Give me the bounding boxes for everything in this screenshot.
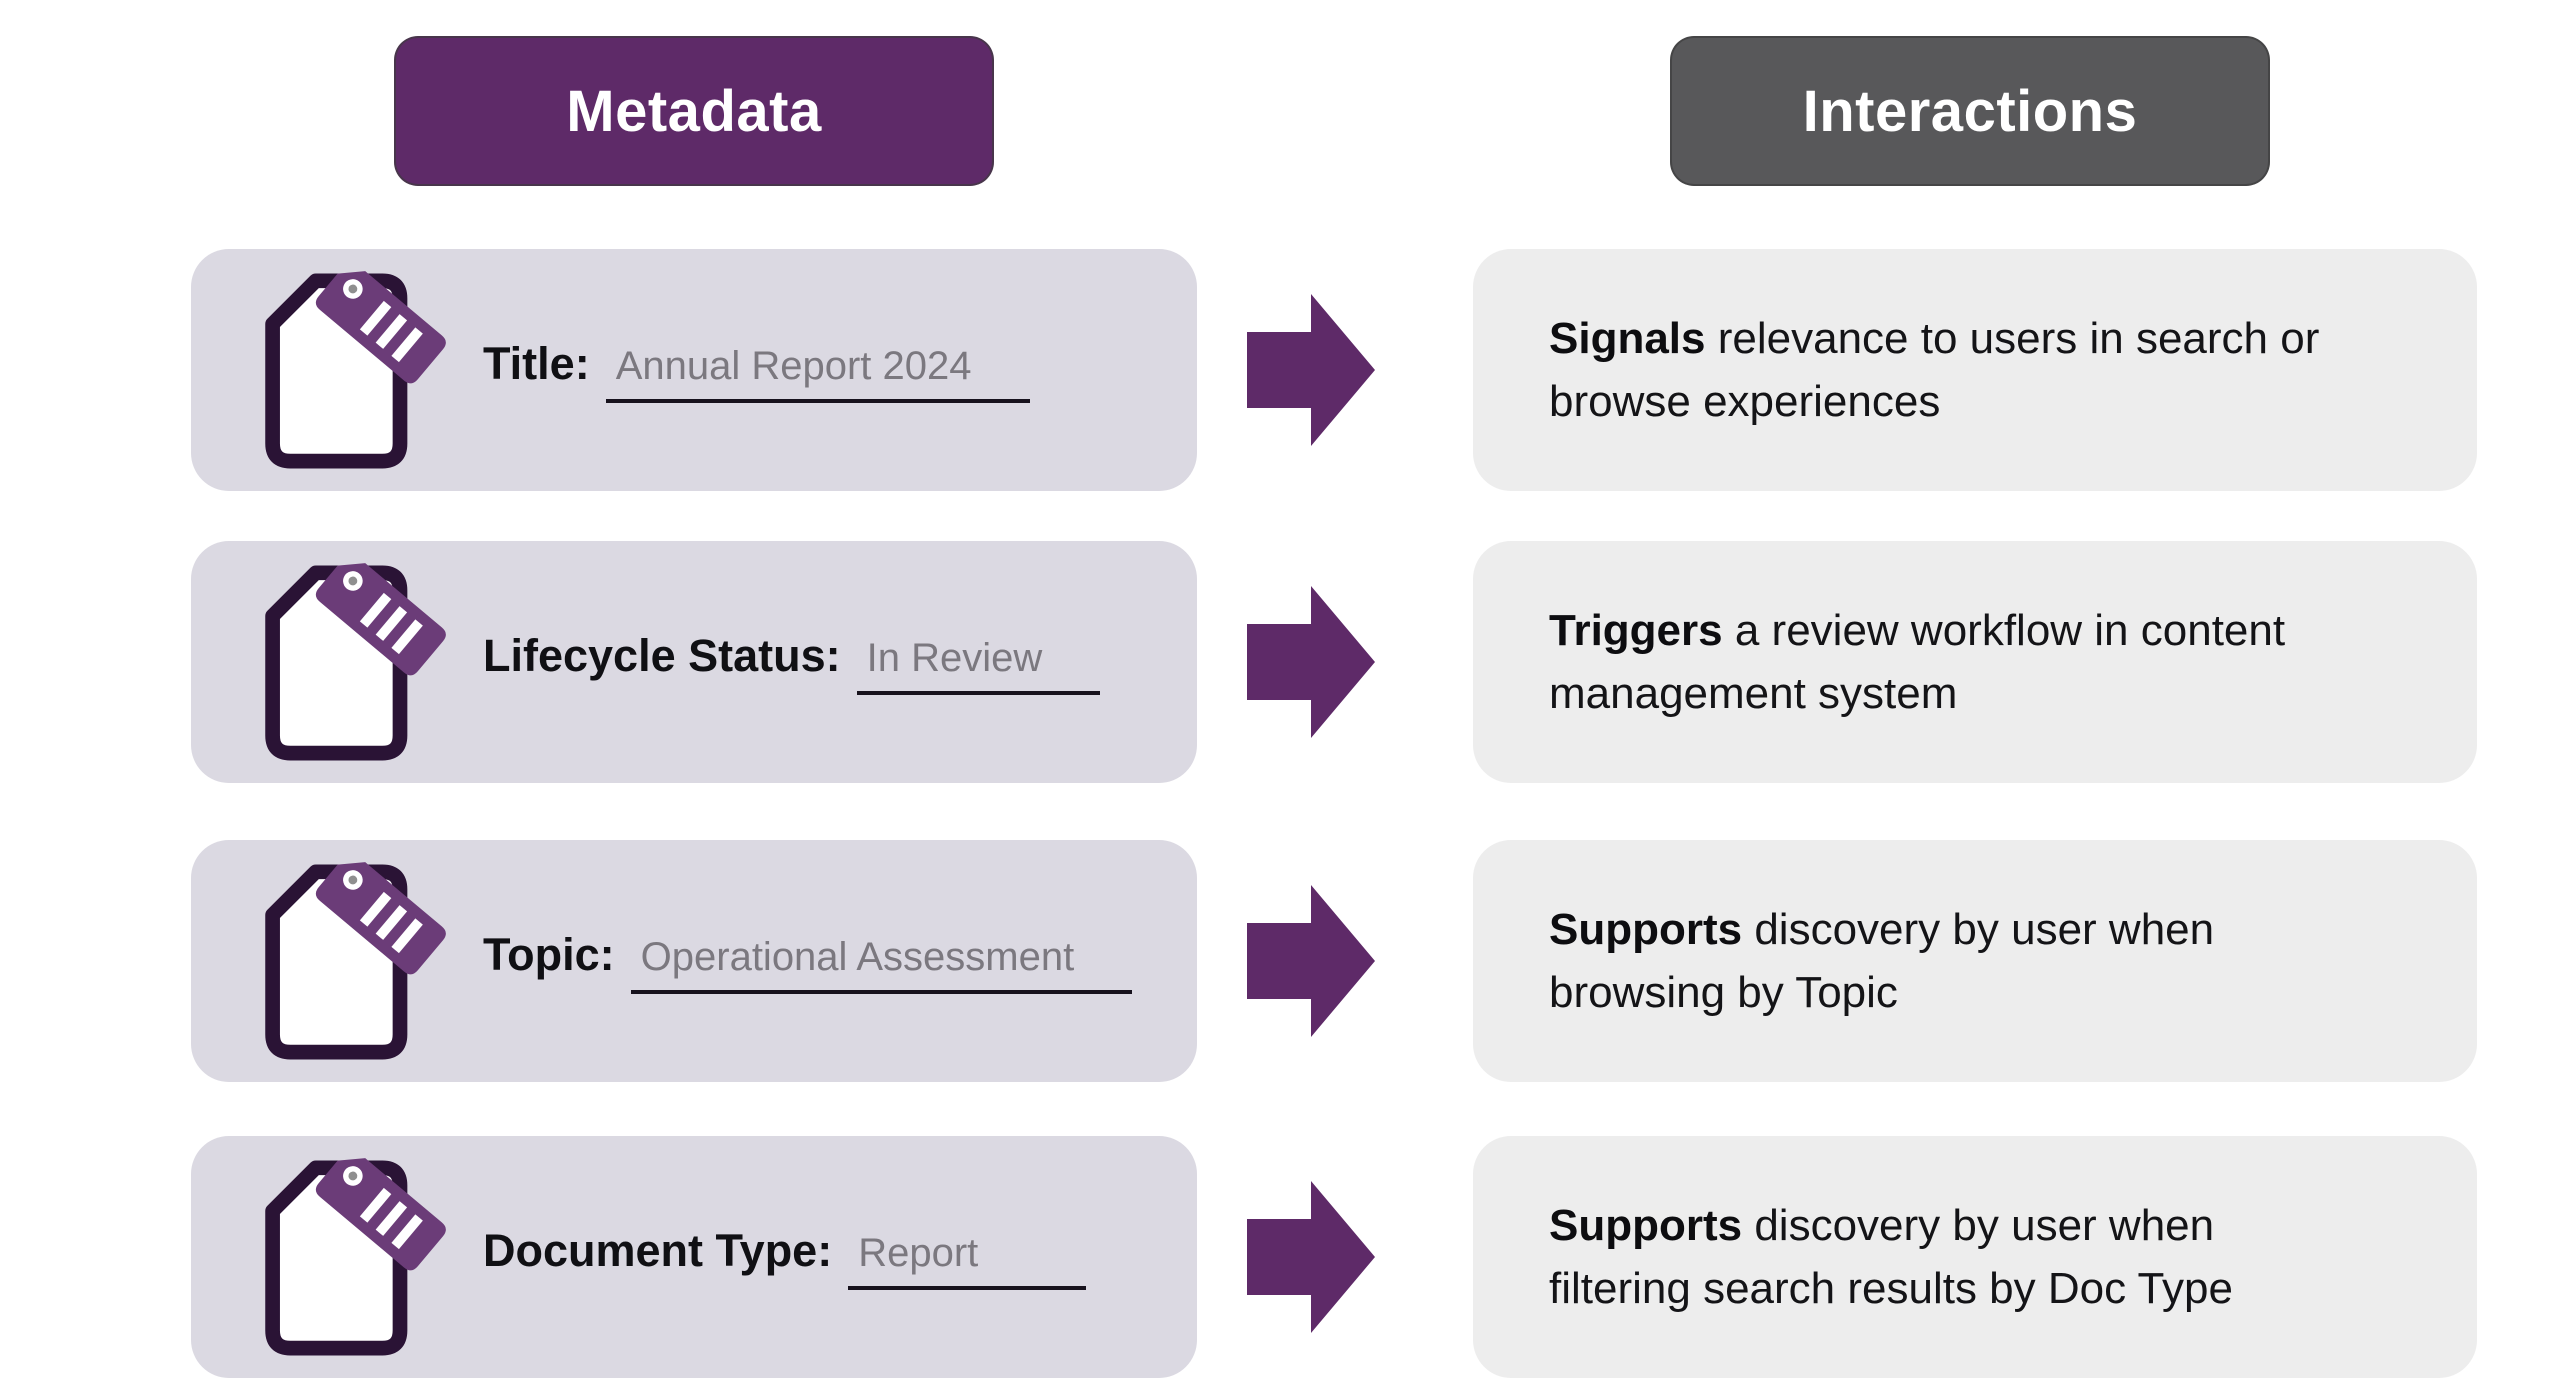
document-tag-icon [253, 267, 449, 473]
document-tag-icon [253, 858, 449, 1064]
metadata-card: Topic: Operational Assessment [191, 840, 1197, 1082]
metadata-row-title: Title: Annual Report 2024 Signals releva… [0, 249, 2560, 491]
metadata-row-lifecycle-status: Lifecycle Status: In Review Triggers a r… [0, 541, 2560, 783]
metadata-row-document-type: Document Type: Report Supports discovery… [0, 1136, 2560, 1378]
interactions-header-badge: Interactions [1670, 36, 2270, 186]
field-label: Title: [483, 337, 590, 389]
metadata-card: Document Type: Report [191, 1136, 1197, 1378]
metadata-header-badge: Metadata [394, 36, 994, 186]
arrow-right-icon [1247, 294, 1375, 446]
metadata-card: Title: Annual Report 2024 [191, 249, 1197, 491]
document-tag-icon [253, 559, 449, 765]
arrow-right-icon [1247, 885, 1375, 1037]
arrow-right-icon [1247, 1181, 1375, 1333]
field-value: In Review [856, 636, 1101, 695]
document-tag-icon [253, 1154, 449, 1360]
field-value: Report [848, 1231, 1087, 1290]
field-value: Annual Report 2024 [605, 344, 1030, 403]
field-label: Document Type: [483, 1224, 833, 1276]
field-label: Lifecycle Status: [483, 629, 841, 681]
field-label: Topic: [483, 928, 615, 980]
metadata-header-label: Metadata [566, 78, 822, 144]
field-value: Operational Assessment [630, 935, 1133, 994]
interactions-header-label: Interactions [1802, 78, 2138, 144]
metadata-row-topic: Topic: Operational Assessment Supports d… [0, 840, 2560, 1082]
arrow-right-icon [1247, 586, 1375, 738]
metadata-card: Lifecycle Status: In Review [191, 541, 1197, 783]
